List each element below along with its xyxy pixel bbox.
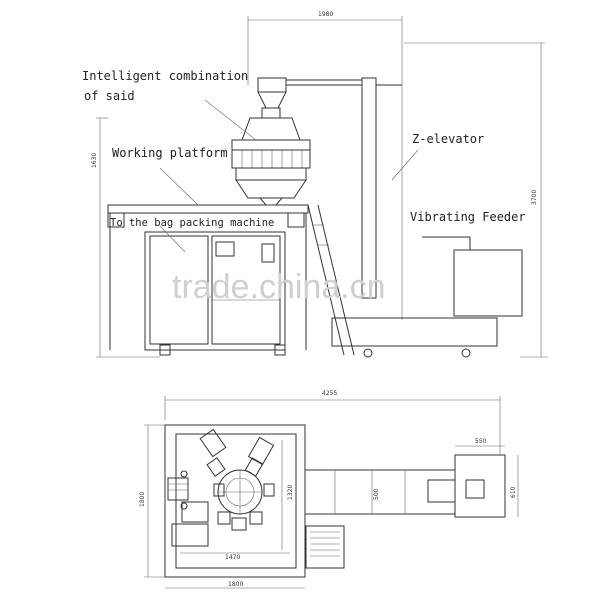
dim-plan-left-height: 1800 (139, 492, 146, 507)
label-z-elevator: Z-elevator (412, 132, 484, 146)
dim-top-width: 1980 (318, 11, 333, 18)
dim-plan-conveyor-width: 500 (373, 488, 380, 500)
label-bag-packing-machine: To the bag packing machine (110, 217, 274, 229)
dim-plan-total-width: 4255 (322, 390, 337, 397)
dim-left-height: 1630 (91, 153, 98, 168)
plan-view: 4255 1800 1800 1470 1320 (139, 390, 519, 589)
dim-plan-feeder-height: 610 (510, 486, 517, 498)
label-combination-line2: of said (84, 89, 135, 103)
label-working-platform: Working platform (112, 146, 228, 160)
dim-right-height: 3700 (531, 190, 538, 205)
dim-plan-inner-width: 1470 (225, 554, 240, 561)
dim-plan-feeder-width: 550 (475, 438, 487, 445)
label-combination-line1: Intelligent combination (82, 69, 248, 83)
watermark: trade.china.cn (172, 268, 386, 306)
label-vibrating-feeder: Vibrating Feeder (410, 210, 526, 224)
dim-plan-bottom-width: 1800 (228, 581, 243, 588)
elevation-view: 1980 3700 1630 (91, 11, 548, 358)
dim-plan-inner-height: 1320 (287, 485, 294, 500)
